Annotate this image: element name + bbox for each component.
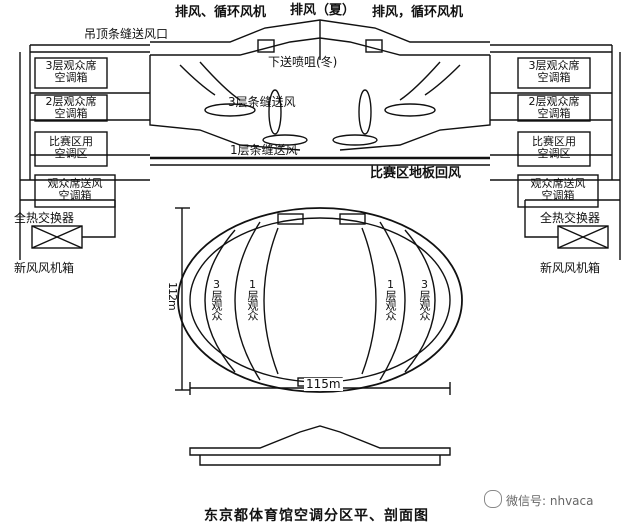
- plan-dim-height: 112m: [166, 282, 179, 310]
- label-floor1-supply: 1层条缝送风: [230, 143, 298, 157]
- label-floor3-supply: 3层条缝送风: [228, 95, 296, 109]
- plan-zone-right-3: 3层观众: [418, 278, 431, 320]
- label-floor-return: 比赛区地板回风: [370, 166, 462, 181]
- left-box-2f-label: 2层观众席 空调箱: [45, 95, 97, 120]
- plan-seat-right: [404, 229, 436, 373]
- plan-zone-right-1: 1层观众: [384, 278, 397, 320]
- left-box-seat: [34, 174, 116, 208]
- right-box-2f-label: 2层观众席 空调箱: [528, 95, 580, 120]
- label-exhaust-summer: 排风（夏）: [290, 3, 356, 18]
- figure-caption: 东京都体育馆空调分区平、剖面图: [204, 508, 429, 524]
- plan-outer: [177, 207, 463, 393]
- plan-dim-width: 115m: [304, 377, 343, 391]
- right-box-seat: [517, 174, 599, 208]
- label-exhaust-left: 排风、循环风机: [175, 5, 267, 20]
- left-box-arena: [34, 131, 108, 167]
- watermark: 微信号: nhvaca: [484, 490, 593, 509]
- left-fresh-label: 新风风机箱: [14, 261, 75, 275]
- label-nozzle-winter: 下送喷咀(冬): [268, 55, 338, 69]
- right-box-arena-label: 比赛区用 空调区: [532, 135, 576, 160]
- right-hx-label: 全热交换器: [540, 211, 601, 225]
- right-box-3f: [517, 57, 591, 89]
- right-box-3f-label: 3层观众席 空调箱: [528, 59, 580, 84]
- left-box-3f: [34, 57, 108, 89]
- right-box-seat-label: 观众席送风 空调箱: [530, 177, 586, 202]
- right-fresh-label: 新风风机箱: [540, 261, 601, 275]
- left-box-arena-label: 比赛区用 空调区: [49, 135, 93, 160]
- right-exhaust-fan: [365, 39, 383, 53]
- left-hx-label: 全热交换器: [14, 211, 75, 225]
- left-box-3f-label: 3层观众席 空调箱: [45, 59, 97, 84]
- left-exhaust-fan: [257, 39, 275, 53]
- bottom-section: [189, 425, 451, 456]
- label-ceiling-slot: 吊顶条缝送风口: [84, 27, 169, 41]
- left-box-2f: [34, 94, 108, 122]
- left-box-seat-label: 观众席送风 空调箱: [47, 177, 103, 202]
- arena-bowl-left: [149, 55, 301, 151]
- arena-bowl-right: [339, 55, 491, 151]
- plan-zone-left-1: 1层观众: [246, 278, 259, 320]
- right-box-2f: [517, 94, 591, 122]
- plan-zone-left-3: 3层观众: [210, 278, 223, 320]
- right-box-arena: [517, 131, 591, 167]
- plan-seat-left: [204, 229, 236, 373]
- plan-inner: [189, 217, 451, 383]
- label-exhaust-right: 排风，循环风机: [372, 5, 464, 20]
- wechat-icon: [484, 490, 502, 508]
